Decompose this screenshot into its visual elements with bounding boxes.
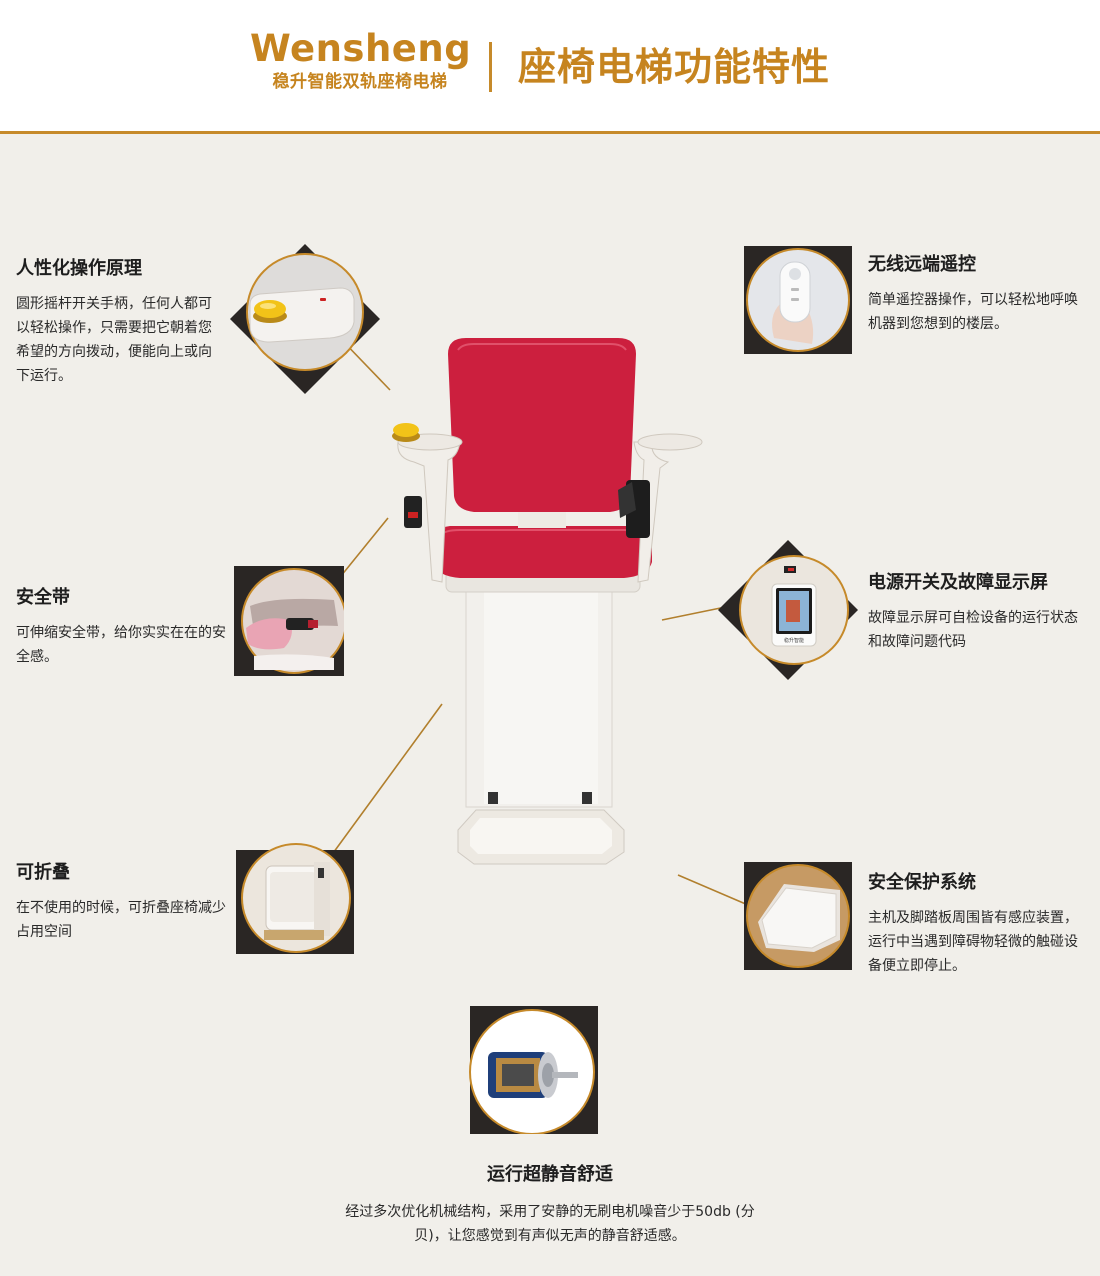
feature-title: 运行超静音舒适 [487,1164,613,1185]
feature-safety: 安全保护系统 主机及脚踏板周围皆有感应装置，运行中当遇到障碍物轻微的触碰设备便立… [868,870,1090,978]
thumb-power: 稳升智能 [718,540,858,680]
stair-lift-chair-image [392,338,703,865]
thumb-safety [744,862,852,970]
leader-line-safety [677,874,749,906]
seatbelt-icon [234,566,344,676]
feature-description: 经过多次优化机械结构，采用了安静的无刷电机噪音少于50db (分贝)，让您感觉到… [345,1204,755,1244]
feature-power: 电源开关及故障显示屏 故障显示屏可自检设备的运行状态和故障问题代码 [868,570,1090,654]
feature-description: 简单遥控器操作，可以轻松地呼唤机器到您想到的楼层。 [868,292,1078,332]
feature-seatbelt: 安全带 可伸缩安全带，给你实实在在的安全感。 [16,585,226,669]
folded-chair-icon [236,843,354,954]
feature-description: 在不使用的时候，可折叠座椅减少占用空间 [16,900,226,940]
thumb-seatbelt [234,566,344,676]
display-screen-icon: 稳升智能 [718,540,858,680]
leader-line-folding [327,703,443,861]
feature-folding: 可折叠 在不使用的时候，可折叠座椅减少占用空间 [16,860,226,944]
header-divider [489,42,492,92]
feature-quiet: 运行超静音舒适 经过多次优化机械结构，采用了安静的无刷电机噪音少于50db (分… [330,1162,770,1248]
feature-description: 可伸缩安全带，给你实实在在的安全感。 [16,625,226,665]
feature-remote: 无线远端遥控 简单遥控器操作，可以轻松地呼唤机器到您想到的楼层。 [868,252,1090,336]
header: Wensheng 稳升智能双轨座椅电梯 座椅电梯功能特性 [0,0,1100,134]
thumb-remote [744,246,852,354]
feature-title: 可折叠 [16,862,70,883]
brand-logo: Wensheng 稳升智能双轨座椅电梯 [250,27,472,94]
feature-description: 主机及脚踏板周围皆有感应装置，运行中当遇到障碍物轻微的触碰设备便立即停止。 [868,910,1078,974]
thumb-quiet [466,1002,598,1134]
feature-title: 安全带 [16,587,70,608]
feature-title: 无线远端遥控 [868,254,976,275]
feature-description: 圆形摇杆开关手柄，任何人都可以轻松操作，只需要把它朝着您希望的方向拨动，便能向上… [16,296,212,384]
thumb-folding [236,836,354,954]
page-title: 座椅电梯功能特性 [518,45,831,89]
brushless-motor-icon [469,1006,598,1134]
feature-title: 电源开关及故障显示屏 [868,572,1048,593]
brand-name: Wensheng [250,27,472,70]
feature-description: 故障显示屏可自检设备的运行状态和故障问题代码 [868,610,1078,650]
sensor-footplate-icon [744,862,852,970]
feature-title: 安全保护系统 [868,872,976,893]
thumb-operation [230,244,380,394]
stair-lift-chair [370,330,730,874]
remote-control-icon [744,246,852,354]
screen-label: 稳升智能 [784,637,804,644]
feature-title: 人性化操作原理 [16,258,142,279]
feature-operation: 人性化操作原理 圆形摇杆开关手柄，任何人都可以轻松操作，只需要把它朝着您希望的方… [16,256,221,388]
joystick-handle-icon [230,244,380,394]
brand-subtitle: 稳升智能双轨座椅电梯 [272,72,448,92]
